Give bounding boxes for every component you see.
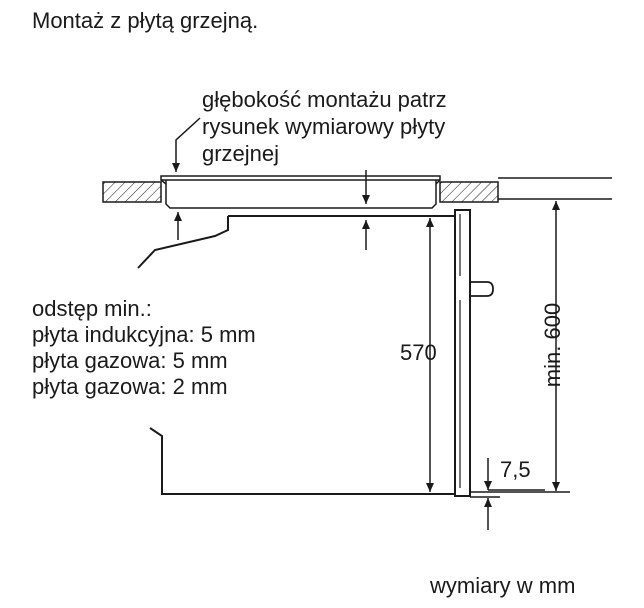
- clearance-heading: odstęp min.:: [32, 296, 152, 321]
- worktop-lines: [498, 177, 612, 200]
- dimension-7-5-line: [470, 458, 545, 530]
- depth-note: głębokość montażu patrz rysunek wymiarow…: [202, 86, 447, 167]
- dimension-600-line: [470, 201, 570, 493]
- countertop: [102, 181, 499, 203]
- depth-note-line: rysunek wymiarowy płyty: [202, 114, 446, 139]
- clearance-line-gas-2: płyta gazowa: 2 mm: [32, 374, 228, 399]
- oven-front-panel: [454, 209, 471, 497]
- depth-leader: [172, 117, 201, 172]
- countertop-left: [102, 181, 162, 203]
- depth-arrows: [174, 170, 370, 250]
- cooktop-rim: [160, 175, 441, 181]
- units-note: wymiary w mm: [430, 573, 576, 598]
- oven-back-lower: [149, 427, 455, 495]
- diagram-title: Montaż z płytą grzejną.: [32, 8, 259, 33]
- countertop-right: [439, 181, 499, 203]
- oven: [137, 209, 494, 497]
- clearance-line-gas-5: płyta gazowa: 5 mm: [32, 348, 228, 373]
- cooktop-body: [165, 180, 437, 209]
- depth-note-line: grzejnej: [202, 141, 280, 166]
- oven-knob: [470, 281, 494, 297]
- clearance-line-induction: płyta indukcyjna: 5 mm: [32, 322, 256, 347]
- dimension-570-label: 570: [400, 340, 437, 365]
- depth-note-line: głębokość montażu patrz: [202, 87, 447, 112]
- clearance-note: odstęp min.: płyta indukcyjna: 5 mm płyt…: [32, 296, 256, 400]
- oven-back-upper: [137, 216, 229, 269]
- dimension-600-label: min. 600: [540, 302, 565, 388]
- dimension-7-5-label: 7,5: [500, 457, 531, 482]
- cooktop: [160, 175, 441, 209]
